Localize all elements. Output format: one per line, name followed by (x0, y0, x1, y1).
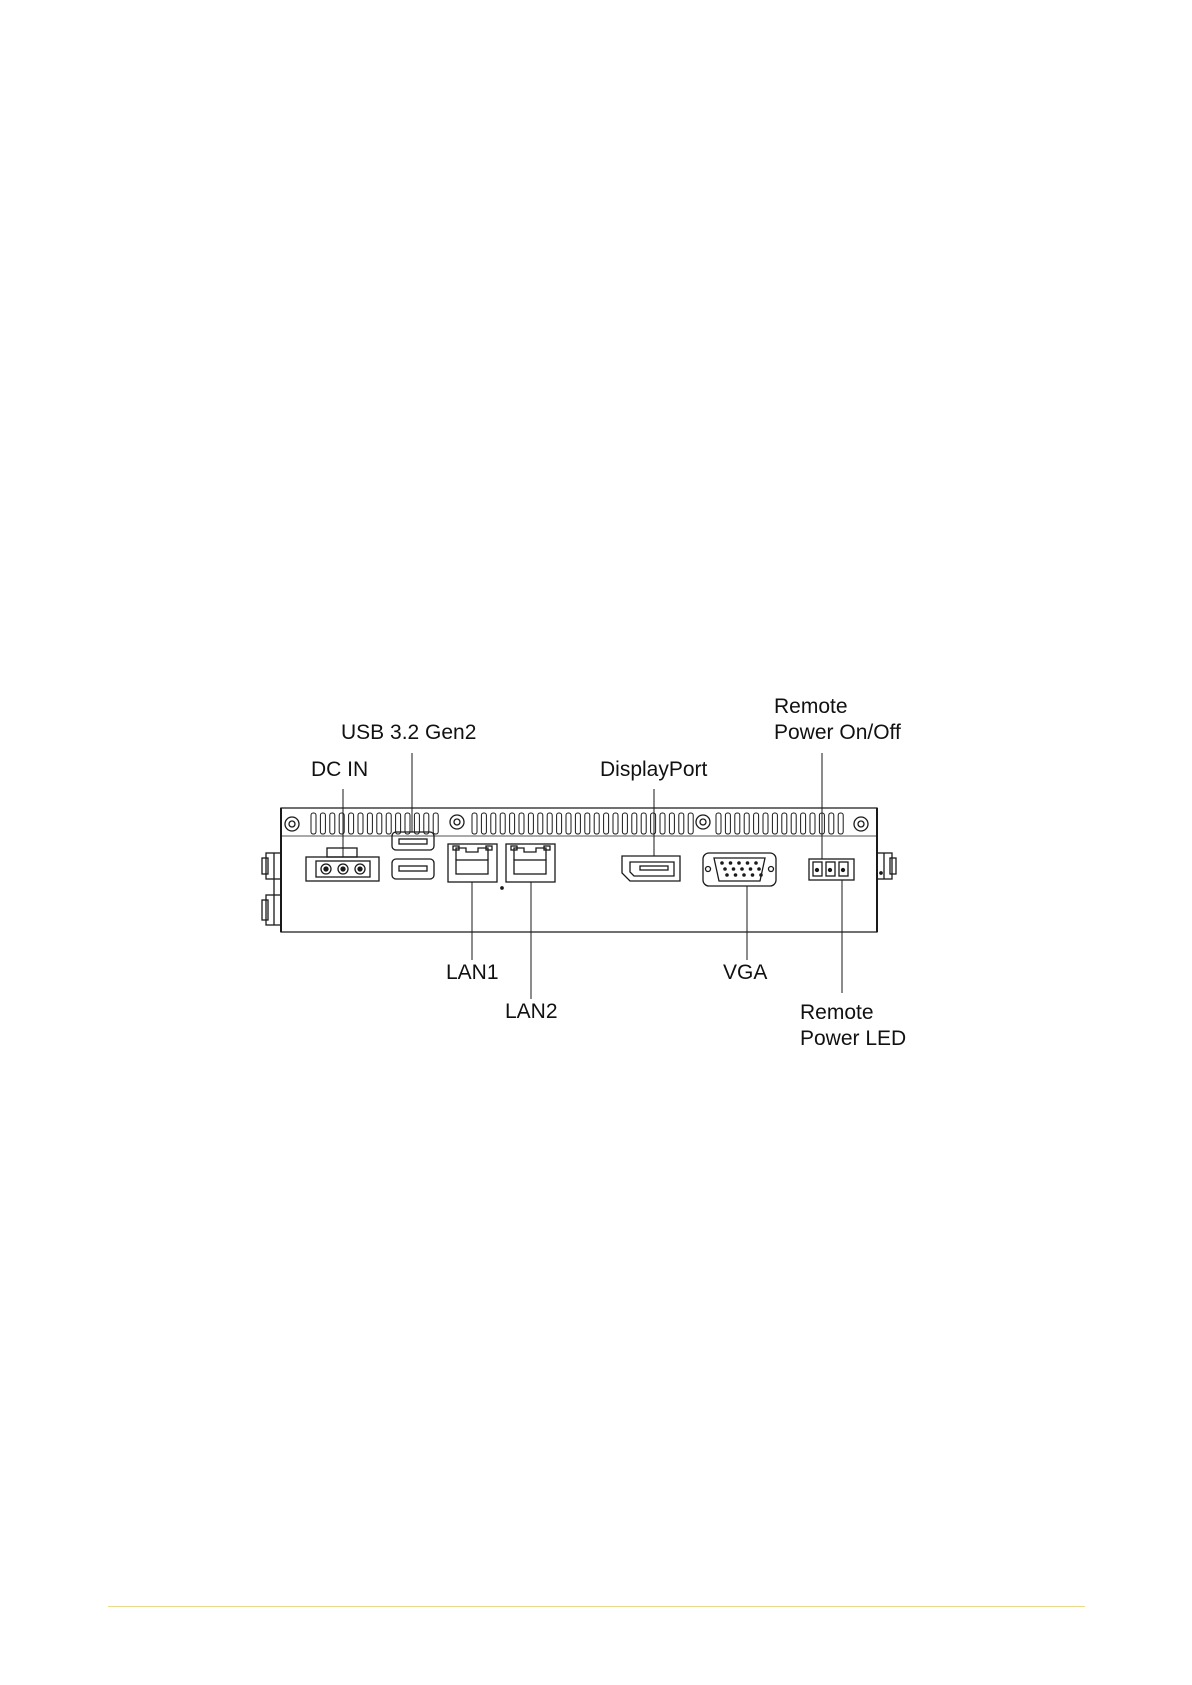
heatsink-fin (414, 813, 419, 834)
heatsink-fin (791, 813, 796, 834)
heatsink-fin (632, 813, 637, 834)
heatsink-fin (679, 813, 684, 834)
heatsink-fin (622, 813, 627, 834)
heatsink-fin (744, 813, 749, 834)
vga-port (703, 853, 776, 886)
heatsink-fin (472, 813, 477, 834)
vga-pin (740, 867, 744, 871)
heatsink-fin (613, 813, 618, 834)
heatsink-fin (538, 813, 543, 834)
heatsink-fin (377, 813, 382, 834)
heatsink-fin (810, 813, 815, 834)
vga-pin (720, 861, 724, 865)
heatsink-fin (735, 813, 740, 834)
heatsink-fin (386, 813, 391, 834)
vga-pin (725, 873, 729, 877)
vga-pin (759, 873, 763, 877)
heatsink-fin (491, 813, 496, 834)
lan1-port (448, 844, 497, 882)
displayport-port (622, 856, 680, 881)
vga-pin (742, 873, 746, 877)
heatsink-fin (763, 813, 768, 834)
heatsink-fin (349, 813, 354, 834)
vga-pin (757, 867, 761, 871)
heatsink-fin (433, 813, 438, 834)
heatsink-fin (547, 813, 552, 834)
heatsink-fin (311, 813, 316, 834)
vga-pin (729, 861, 733, 865)
heatsink-fin (330, 813, 335, 834)
remote-power-terminal (809, 859, 854, 880)
vga-pin (723, 867, 727, 871)
vga-pin (732, 867, 736, 871)
heatsink-fin (320, 813, 325, 834)
heatsink-fin (651, 813, 656, 834)
heatsink-fin (660, 813, 665, 834)
heatsink-fin (396, 813, 401, 834)
heatsink-fin (519, 813, 524, 834)
lan2-port (506, 844, 555, 882)
heatsink-fin (782, 813, 787, 834)
heatsink-fin (585, 813, 590, 834)
heatsink-fin (367, 813, 372, 834)
heatsink-fin (801, 813, 806, 834)
heatsink-fin (566, 813, 571, 834)
heatsink-fin (575, 813, 580, 834)
heatsink-fin (716, 813, 721, 834)
heatsink-fin (604, 813, 609, 834)
vga-pin (749, 867, 753, 871)
heatsink-fin (754, 813, 759, 834)
usb-port-top (392, 832, 434, 850)
vga-pin (737, 861, 741, 865)
screw-icon (450, 815, 464, 829)
heatsink-fins (311, 813, 843, 834)
heatsink-fin (641, 813, 646, 834)
vga-pin (734, 873, 738, 877)
leader-lines (343, 753, 842, 999)
heatsink-fin (358, 813, 363, 834)
right-mount-bracket (877, 853, 896, 879)
usb-port-bottom (392, 859, 434, 879)
footer-rule (108, 1606, 1085, 1607)
vga-pin (746, 861, 750, 865)
heatsink-fin (772, 813, 777, 834)
heatsink-fin (528, 813, 533, 834)
heatsink-fin (594, 813, 599, 834)
screw-icon (696, 815, 710, 829)
heatsink-fin (510, 813, 515, 834)
heatsink-fin (829, 813, 834, 834)
vga-pin (754, 861, 758, 865)
heatsink-fin (725, 813, 730, 834)
heatsink-fin (424, 813, 429, 834)
heatsink-fin (688, 813, 693, 834)
screw-icon (854, 817, 868, 831)
heatsink-fin (557, 813, 562, 834)
screw-icon (285, 817, 299, 831)
heatsink-fin (838, 813, 843, 834)
left-mount-bracket (262, 853, 281, 925)
heatsink-fin (669, 813, 674, 834)
heatsink-fin (481, 813, 486, 834)
heatsink-fin (500, 813, 505, 834)
heatsink-fin (405, 813, 410, 834)
vga-pin (751, 873, 755, 877)
